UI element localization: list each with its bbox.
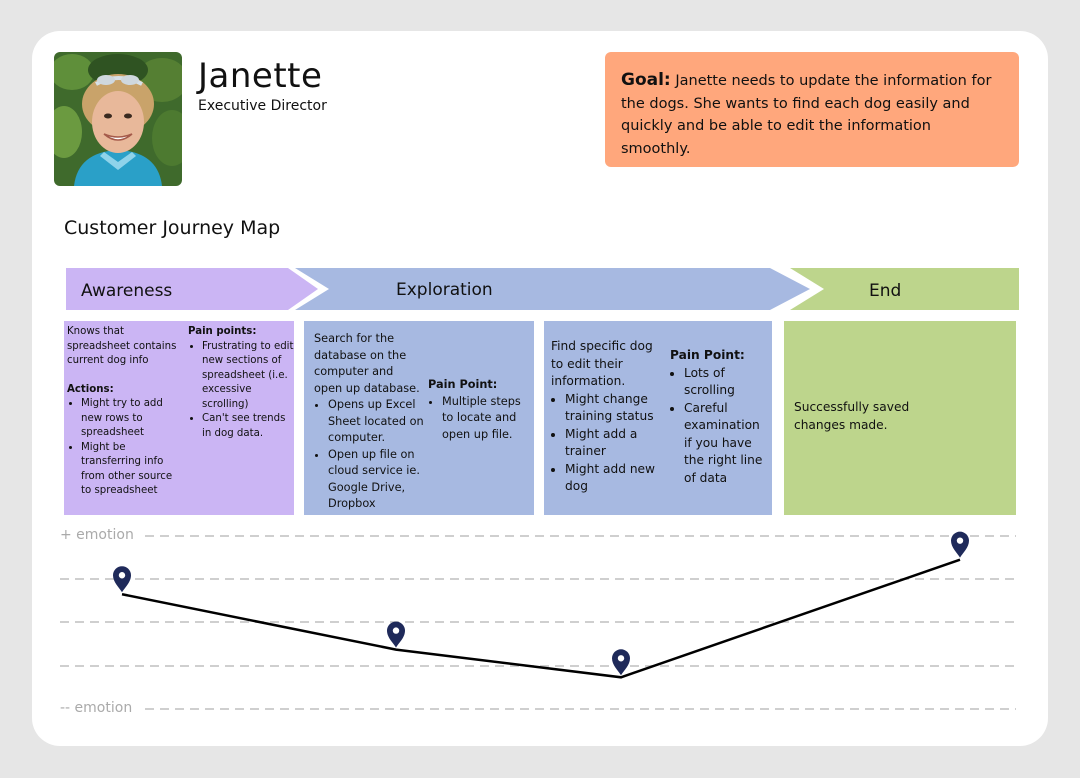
list-item: Opens up Excel Sheet located on computer… xyxy=(328,397,424,447)
persona-photo xyxy=(54,52,182,186)
awareness-box: Knows that spreadsheet contains current … xyxy=(64,321,294,515)
goal-text: Janette needs to update the information … xyxy=(621,73,992,157)
exploration-find-pain-heading: Pain Point: xyxy=(670,348,745,362)
exploration-search-pain-heading: Pain Point: xyxy=(428,378,498,391)
stage-arrow-end xyxy=(790,268,1019,310)
exploration-find-box: Find specific dog to edit their informat… xyxy=(544,321,772,515)
list-item: Might be transferring info from other so… xyxy=(81,441,177,499)
emotion-top-label: + emotion xyxy=(60,527,134,543)
end-box: Successfully saved changes made. xyxy=(784,321,1016,515)
goal-label: Goal: xyxy=(621,70,671,90)
list-item: Frustrating to edit new sections of spre… xyxy=(202,340,294,413)
persona-name: Janette xyxy=(198,56,323,96)
list-item: Might add new dog xyxy=(565,461,661,496)
list-item: Careful examination if you have the righ… xyxy=(684,400,770,488)
list-item: Might try to add new rows to spreadsheet xyxy=(81,397,177,441)
list-item: Open up file on cloud service ie. Google… xyxy=(328,447,424,513)
persona-role: Executive Director xyxy=(198,98,327,114)
exploration-search-intro: Search for the database on the computer … xyxy=(314,332,420,395)
goal-box: Goal: Janette needs to update the inform… xyxy=(605,52,1019,167)
map-pin-icon xyxy=(951,531,969,558)
emotion-bottom-label: -- emotion xyxy=(60,700,133,716)
map-pin-icon xyxy=(612,649,630,676)
stage-label-exploration: Exploration xyxy=(396,280,493,300)
awareness-intro: Knows that spreadsheet contains current … xyxy=(67,326,177,366)
exploration-find-intro: Find specific dog to edit their informat… xyxy=(551,339,653,388)
list-item: Can't see trends in dog data. xyxy=(202,412,294,441)
list-item: Might add a trainer xyxy=(565,426,661,461)
map-title: Customer Journey Map xyxy=(64,217,281,239)
end-text: Successfully saved changes made. xyxy=(794,400,910,432)
stage-label-awareness: Awareness xyxy=(81,281,173,301)
stage-label-end: End xyxy=(869,281,902,301)
map-pin-icon xyxy=(113,566,131,593)
list-item: Multiple steps to locate and open up fil… xyxy=(442,394,532,444)
stage-arrows xyxy=(66,268,1019,310)
exploration-search-box: Search for the database on the computer … xyxy=(304,321,534,515)
stage-arrow-exploration xyxy=(295,268,810,310)
awareness-pain-heading: Pain points: xyxy=(188,326,257,337)
stage-arrow-awareness xyxy=(66,268,318,310)
awareness-actions-heading: Actions: xyxy=(67,383,114,395)
list-item: Lots of scrolling xyxy=(684,365,770,400)
map-pin-icon xyxy=(387,621,405,648)
emotion-curve xyxy=(121,558,961,679)
list-item: Might change training status xyxy=(565,391,661,426)
